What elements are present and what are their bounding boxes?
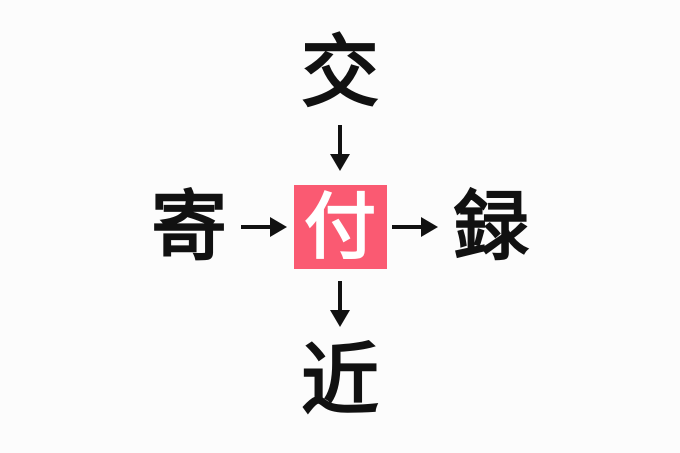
spacer-right-3 — [445, 304, 538, 305]
arrow-down-icon-bottom: ↓ — [294, 275, 387, 335]
spacer-left-2 — [143, 148, 236, 149]
diagram-row-bottom: 近 — [0, 335, 680, 427]
kanji-center-highlight-box: 付 — [293, 184, 387, 269]
spacer-right-4 — [445, 380, 538, 381]
spacer-arrow-left-3 — [236, 304, 294, 305]
diagram-row-arrow-bottom: ↓ — [0, 275, 680, 335]
kanji-center: 付 — [303, 184, 376, 269]
spacer-arrow-right-4 — [387, 380, 445, 381]
diagram-row-arrow-top: ↓ — [0, 119, 680, 179]
spacer-arrow-left — [236, 72, 294, 73]
spacer-arrow-right-2 — [387, 148, 445, 149]
spacer-arrow-right — [387, 72, 445, 73]
spacer-arrow-right-3 — [387, 304, 445, 305]
spacer-right-2 — [445, 148, 538, 149]
spacer-arrow-left-4 — [236, 380, 294, 381]
spacer-left-4 — [143, 380, 236, 381]
kanji-bottom: 近 — [300, 335, 379, 426]
arrow-down-icon-top: ↓ — [294, 119, 387, 179]
arrow-right-icon-left: → — [236, 179, 294, 275]
kanji-top: 交 — [300, 27, 379, 118]
spacer-right — [445, 72, 538, 73]
arrow-right-icon-right: → — [387, 179, 445, 275]
kanji-right: 録 — [453, 181, 529, 271]
kanji-left: 寄 — [151, 181, 227, 271]
spacer-left — [143, 72, 236, 73]
spacer-left-3 — [143, 304, 236, 305]
diagram-row-middle: 寄 → 付 → 録 — [0, 179, 680, 275]
diagram-row-top: 交 — [0, 27, 680, 119]
spacer-arrow-left-2 — [236, 148, 294, 149]
